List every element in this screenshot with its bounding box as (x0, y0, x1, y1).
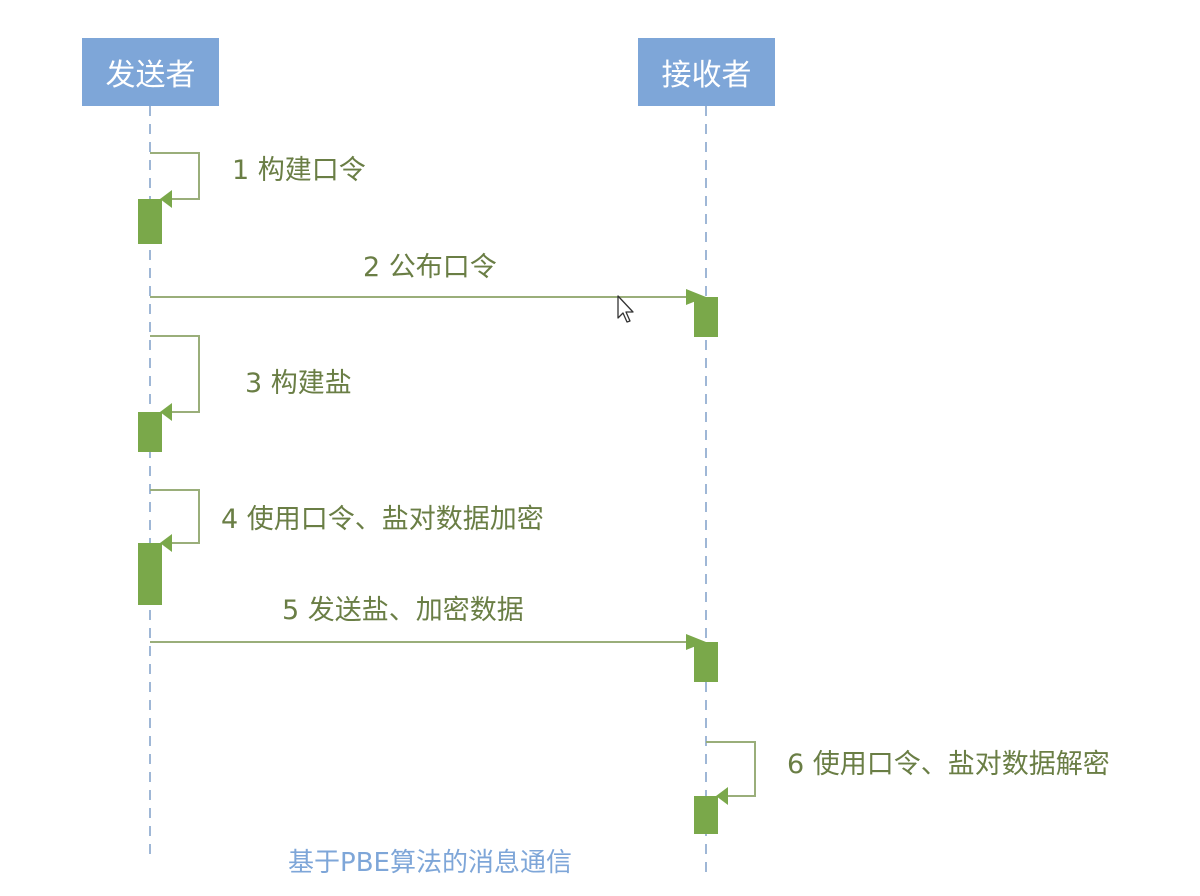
self-message-6 (694, 741, 756, 834)
message-arrow-5 (150, 634, 718, 682)
message-label-2: 2 公布口令 (363, 252, 497, 283)
actor-receiver: 接收者 (638, 38, 775, 106)
actor-sender: 发送者 (82, 38, 219, 106)
message-label-3: 3 构建盐 (245, 368, 352, 399)
self-message-1 (138, 152, 200, 244)
activation-receiver-6 (694, 796, 718, 834)
activation-receiver-5 (694, 642, 718, 682)
activation-sender-1 (138, 199, 162, 244)
self-message-3 (138, 335, 200, 452)
self-message-4 (138, 489, 200, 605)
arrowhead-4 (160, 534, 172, 552)
message-label-1: 1 构建口令 (232, 155, 366, 186)
arrowhead-1 (160, 190, 172, 208)
arrowhead-3 (160, 403, 172, 421)
message-label-5: 5 发送盐、加密数据 (282, 595, 524, 626)
message-arrow-2 (150, 289, 718, 337)
diagram-caption: 基于PBE算法的消息通信 (288, 848, 572, 878)
activation-receiver-2 (694, 297, 718, 337)
arrowhead-6 (716, 787, 728, 805)
activation-sender-4 (138, 543, 162, 605)
message-label-4: 4 使用口令、盐对数据加密 (221, 504, 544, 535)
message-label-6: 6 使用口令、盐对数据解密 (787, 749, 1110, 780)
mouse-cursor-icon (617, 295, 634, 323)
activation-sender-3 (138, 412, 162, 452)
